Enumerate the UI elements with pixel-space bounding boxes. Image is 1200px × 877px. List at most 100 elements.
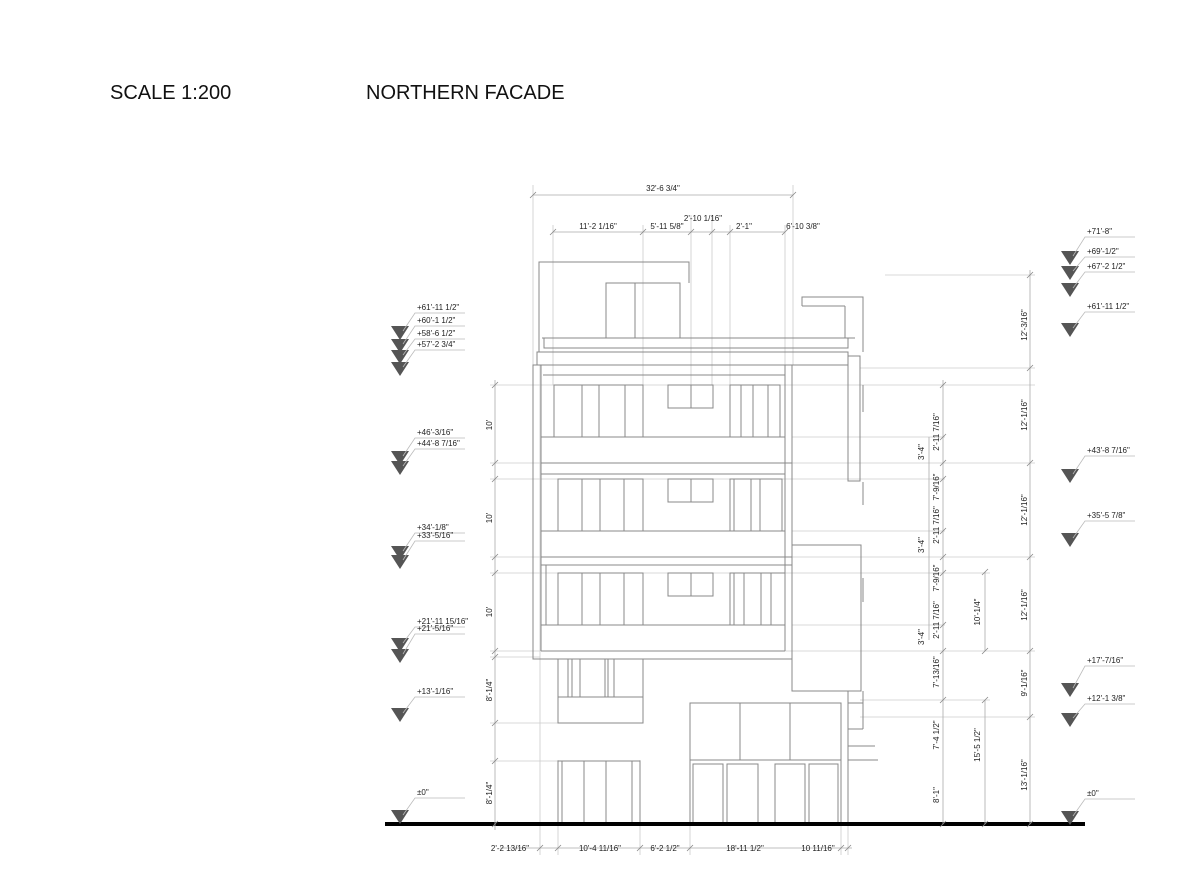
dimension-right-mid: 15'-5 1/2"	[973, 728, 982, 762]
level-marker: +17'-7/16"	[1061, 656, 1135, 697]
side-volume	[791, 544, 862, 692]
dimension-right-outer: 12'-1/16"	[1020, 494, 1029, 526]
level-triangle-icon	[391, 649, 409, 663]
dimension-top-segment: 2'-1"	[736, 222, 752, 231]
level-triangle-icon	[391, 461, 409, 475]
level-marker: +46'-3/16"	[391, 428, 465, 465]
level-label: +21'-11 15/16"	[417, 617, 468, 626]
level-marker: +61'-11 1/2"	[1061, 302, 1135, 337]
dimension-right-outer: 12'-1/16"	[1020, 399, 1029, 431]
level-triangle-icon	[391, 362, 409, 376]
level-label: +69'-1/2"	[1087, 247, 1119, 256]
first-floor-window	[557, 658, 644, 724]
dimension-ticks	[491, 191, 1034, 852]
dimension-right-outer: 12'-3/16"	[1020, 309, 1029, 341]
level-triangle-icon	[1061, 323, 1079, 337]
dimension-lines	[494, 194, 1031, 849]
level-label: +17'-7/16"	[1087, 656, 1123, 665]
level-marker: +33'-5/16"	[391, 531, 465, 569]
dimension-floor-height: 10'	[485, 512, 494, 523]
level-triangle-icon	[391, 810, 409, 824]
level-marker: +58'-6 1/2"	[391, 329, 465, 364]
dimension-bottom-segment: 10 11/16"	[801, 844, 835, 853]
level-label: +43'-8 7/16"	[1087, 446, 1130, 455]
dimension-right-inner: 3'-4"	[917, 629, 926, 645]
level-label: +34'-1/8"	[417, 523, 449, 532]
level-label: +44'-8 7/16"	[417, 439, 460, 448]
dimension-right-mid: 10'-1/4"	[973, 598, 982, 625]
level-triangle-icon	[1061, 683, 1079, 697]
level-triangle-icon	[391, 708, 409, 722]
dimension-right-inner: 3'-4"	[917, 537, 926, 553]
level-marker: +12'-1 3/8"	[1061, 694, 1135, 727]
dimension-bottom-segment: 2'-2 13/16"	[491, 844, 529, 853]
level-marker: ±0"	[391, 788, 465, 824]
level-label: ±0"	[1087, 789, 1099, 798]
building-elevation	[532, 261, 878, 825]
level-triangle-icon	[391, 451, 409, 465]
drawing-title: NORTHERN FACADE	[366, 82, 565, 104]
level-triangle-icon	[1061, 713, 1079, 727]
level-marker: +57'-2 3/4"	[391, 340, 465, 376]
dimension-right-outer: 9'-1/16"	[1020, 669, 1029, 696]
scale-label: SCALE 1:200	[110, 82, 232, 104]
windows-floor-4	[553, 384, 781, 438]
dimension-right-inner: 3'-4"	[917, 444, 926, 460]
level-label: +35'-5 7/8"	[1087, 511, 1126, 520]
level-marker: +44'-8 7/16"	[391, 439, 465, 475]
dimension-overall-width: 32'-6 3/4"	[646, 184, 680, 193]
level-marker: +67'-2 1/2"	[1061, 262, 1135, 297]
level-triangle-icon	[391, 555, 409, 569]
level-triangle-icon	[391, 339, 409, 353]
level-marker: +43'-8 7/16"	[1061, 446, 1135, 483]
level-marker: ±0"	[1061, 789, 1135, 825]
level-marker: +21'-5/16"	[391, 624, 465, 663]
extension-lines	[490, 185, 1035, 855]
dimension-floor-height: 10'	[485, 419, 494, 430]
level-marker: +21'-11 15/16"	[391, 617, 468, 652]
level-marker: +13'-1/16"	[391, 687, 465, 722]
level-marker: +60'-1 1/2"	[391, 316, 465, 353]
level-marker: +71'-8"	[1061, 227, 1135, 265]
level-label: +57'-2 3/4"	[417, 340, 456, 349]
dimension-top-segment: 2'-10 1/16"	[684, 214, 722, 223]
level-label: +71'-8"	[1087, 227, 1112, 236]
level-label: +67'-2 1/2"	[1087, 262, 1126, 271]
level-label: +33'-5/16"	[417, 531, 453, 540]
windows-floor-3	[557, 478, 783, 532]
level-label: +60'-1 1/2"	[417, 316, 456, 325]
dimension-right-inner: 2'-11 7/16"	[932, 413, 941, 451]
dimension-right-inner: 7'-9/16"	[932, 473, 941, 500]
level-markers: +61'-11 1/2" +60'-1 1/2" +58'-6 1/2" +57'-2…	[391, 227, 1135, 825]
ground-door-left	[557, 760, 641, 825]
dimension-floor-height: 8'-1/4"	[485, 679, 494, 702]
level-triangle-icon	[1061, 533, 1079, 547]
level-marker: +69'-1/2"	[1061, 247, 1135, 280]
dimension-right-inner: 8'-1"	[932, 787, 941, 803]
dimension-top-segment: 6'-10 3/8"	[786, 222, 820, 231]
dimension-bottom-segment: 10'-4 11/16"	[579, 844, 621, 853]
dimension-right-inner: 7'-13/16"	[932, 656, 941, 688]
level-triangle-icon	[391, 546, 409, 560]
level-label: +61'-11 1/2"	[1087, 302, 1129, 311]
parapet	[536, 351, 849, 366]
dimension-bottom-segment: 18'-11 1/2"	[726, 844, 764, 853]
dimension-top-segment: 5'-11 5/8"	[650, 222, 683, 231]
level-label: +58'-6 1/2"	[417, 329, 456, 338]
windows-floor-2	[545, 565, 786, 626]
level-triangle-icon	[1061, 283, 1079, 297]
dimension-right-outer: 13'-1/16"	[1020, 759, 1029, 791]
level-marker: +61'-11 1/2"	[391, 303, 465, 340]
dimension-bottom-segment: 6'-2 1/2"	[650, 844, 679, 853]
level-label: +13'-1/16"	[417, 687, 453, 696]
level-triangle-icon	[391, 326, 409, 340]
level-marker: +35'-5 7/8"	[1061, 511, 1135, 547]
level-label: ±0"	[417, 788, 429, 797]
level-triangle-icon	[1061, 469, 1079, 483]
level-label: +61'-11 1/2"	[417, 303, 459, 312]
level-triangle-icon	[1061, 266, 1079, 280]
dimension-top-segment: 11'-2 1/16"	[579, 222, 617, 231]
dimension-right-inner: 7'-9/16"	[932, 564, 941, 591]
main-volume	[532, 364, 793, 660]
